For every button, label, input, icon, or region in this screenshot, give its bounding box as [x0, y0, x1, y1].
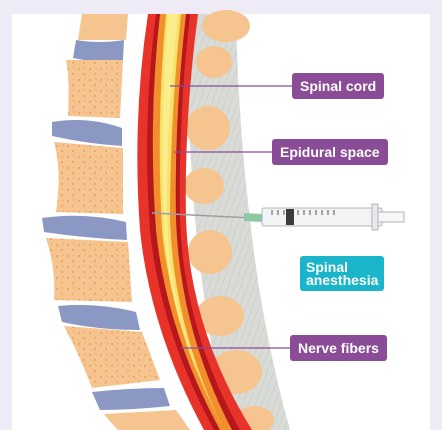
spinous-process-1 [202, 10, 250, 42]
syringe-flange [372, 204, 378, 230]
vertebra-2-dots [66, 60, 123, 118]
disc-2 [52, 120, 122, 146]
spinous-process-2 [196, 46, 232, 78]
vertebra-1 [78, 14, 128, 40]
spinous-process-4 [184, 168, 224, 204]
spinous-process-3 [186, 106, 230, 150]
disc-1 [73, 40, 124, 62]
label-spinal-anesthesia: Spinal anesthesia [300, 256, 384, 291]
disc-4 [58, 305, 140, 330]
vertebra-6 [104, 410, 190, 430]
label-spinal-cord: Spinal cord [292, 73, 384, 99]
syringe-plunger-seal [286, 209, 294, 225]
needle-hub [244, 213, 262, 222]
label-nerve-fibers: Nerve fibers [290, 335, 387, 361]
spinous-process-5 [188, 230, 232, 274]
label-epidural-space: Epidural space [272, 139, 388, 165]
vertebra-4-dots [46, 238, 132, 302]
syringe-plunger-rod [378, 212, 404, 222]
syringe-needle [152, 204, 404, 230]
label-spinal-anesthesia-line2: anesthesia [306, 274, 378, 287]
vertebra-3-dots [54, 142, 123, 214]
vertebra-5-dots [64, 326, 160, 388]
disc-3 [42, 216, 127, 240]
disc-5 [92, 388, 170, 410]
